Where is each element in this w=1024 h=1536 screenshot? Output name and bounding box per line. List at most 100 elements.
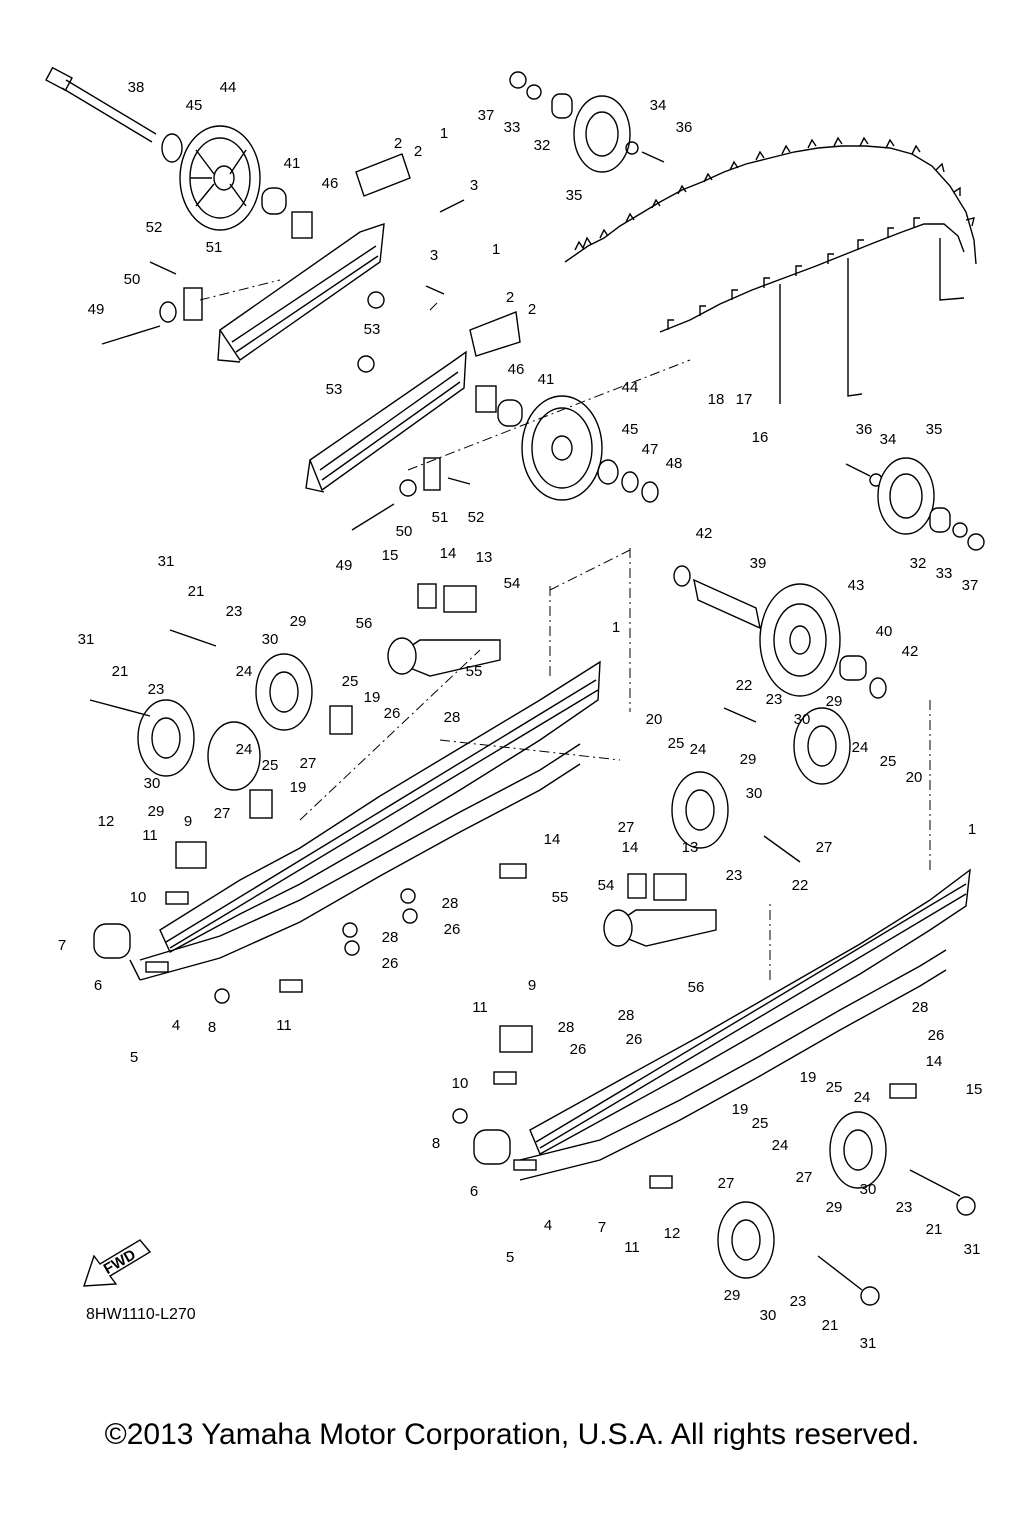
part-callout-19: 19 [364,689,381,706]
part-callout-28: 28 [442,895,459,912]
part-callout-13: 13 [476,549,493,566]
part-callout-16: 16 [752,429,769,446]
part-callout-51: 51 [206,239,223,256]
part-callout-19: 19 [800,1069,817,1086]
part-callout-23: 23 [790,1293,807,1310]
part-callout-7: 7 [58,937,66,954]
part-callout-26: 26 [384,705,401,722]
part-callout-29: 29 [826,693,843,710]
part-callout-14: 14 [926,1053,943,1070]
part-callout-28: 28 [444,709,461,726]
part-callout-13: 13 [682,839,699,856]
part-callout-30: 30 [860,1181,877,1198]
part-callout-25: 25 [668,735,685,752]
part-callout-23: 23 [896,1199,913,1216]
right-idler-wheel [845,457,985,551]
part-callout-47: 47 [642,441,659,458]
part-callout-30: 30 [794,711,811,728]
part-callout-50: 50 [396,523,413,540]
part-callout-11: 11 [276,1017,292,1034]
part-callout-33: 33 [936,565,953,582]
part-callout-30: 30 [262,631,279,648]
part-callout-52: 52 [468,509,485,526]
part-callout-20: 20 [906,769,923,786]
part-callout-4: 4 [544,1217,552,1234]
part-callout-24: 24 [236,741,253,758]
part-callout-29: 29 [148,803,165,820]
part-callout-25: 25 [342,673,359,690]
part-callout-30: 30 [760,1307,777,1324]
part-callout-12: 12 [664,1225,681,1242]
fwd-arrow: FWD [83,1239,152,1287]
part-callout-27: 27 [214,805,231,822]
part-callout-3: 3 [470,177,478,194]
part-callout-2: 2 [394,135,402,152]
part-callout-24: 24 [690,741,707,758]
part-callout-29: 29 [826,1199,843,1216]
part-callout-35: 35 [566,187,583,204]
part-callout-37: 37 [478,107,495,124]
part-callout-31: 31 [158,553,175,570]
part-callout-8: 8 [432,1135,440,1152]
part-callout-15: 15 [382,547,399,564]
upper-left-wheel-assembly [45,66,465,363]
part-callout-14: 14 [544,831,561,848]
part-callout-41: 41 [284,155,301,172]
part-callout-24: 24 [852,739,869,756]
part-callout-22: 22 [792,877,809,894]
part-callout-34: 34 [650,97,667,114]
part-callout-28: 28 [382,929,399,946]
part-callout-19: 19 [290,779,307,796]
diagram-code: 8HW1110-L270 [86,1306,196,1323]
part-callout-45: 45 [186,97,203,114]
part-callout-7: 7 [598,1219,606,1236]
part-callout-5: 5 [130,1049,138,1066]
part-callout-30: 30 [144,775,161,792]
part-callout-43: 43 [848,577,865,594]
part-callout-28: 28 [618,1007,635,1024]
exploded-parts-diagram: FWD 384445414622135251504953373332353436… [45,66,985,1352]
part-callout-25: 25 [752,1115,769,1132]
part-callout-38: 38 [128,79,145,96]
part-callout-12: 12 [98,813,115,830]
part-callout-6: 6 [470,1183,478,1200]
middle-wheel-assembly [305,285,659,531]
part-callout-24: 24 [236,663,253,680]
part-callout-28: 28 [558,1019,575,1036]
part-callout-24: 24 [772,1137,789,1154]
part-callout-31: 31 [860,1335,877,1352]
part-callout-27: 27 [718,1175,735,1192]
part-callout-11: 11 [142,827,158,844]
part-callout-46: 46 [508,361,525,378]
part-callout-1: 1 [612,619,620,636]
part-callout-1: 1 [492,241,500,258]
part-callout-21: 21 [188,583,205,600]
part-callout-21: 21 [926,1221,943,1238]
part-callout-27: 27 [816,839,833,856]
part-callout-5: 5 [506,1249,514,1266]
part-callout-23: 23 [226,603,243,620]
part-callout-53: 53 [326,381,343,398]
part-callout-27: 27 [796,1169,813,1186]
part-callout-51: 51 [432,509,449,526]
part-callout-27: 27 [300,755,317,772]
part-callout-32: 32 [910,555,927,572]
part-callout-56: 56 [356,615,373,632]
part-callout-36: 36 [676,119,693,136]
rear-axle-wheel [673,565,887,699]
part-callout-21: 21 [822,1317,839,1334]
center-lines [199,279,931,980]
part-callout-50: 50 [124,271,141,288]
part-callout-31: 31 [78,631,95,648]
part-callout-28: 28 [912,999,929,1016]
part-callout-29: 29 [740,751,757,768]
part-callout-56: 56 [688,979,705,996]
part-callout-52: 52 [146,219,163,236]
part-callout-23: 23 [726,867,743,884]
part-callout-6: 6 [94,977,102,994]
part-callout-18: 18 [708,391,725,408]
part-callout-26: 26 [570,1041,587,1058]
part-callout-31: 31 [964,1241,981,1258]
part-callout-11: 11 [624,1239,640,1256]
part-callout-54: 54 [504,575,521,592]
